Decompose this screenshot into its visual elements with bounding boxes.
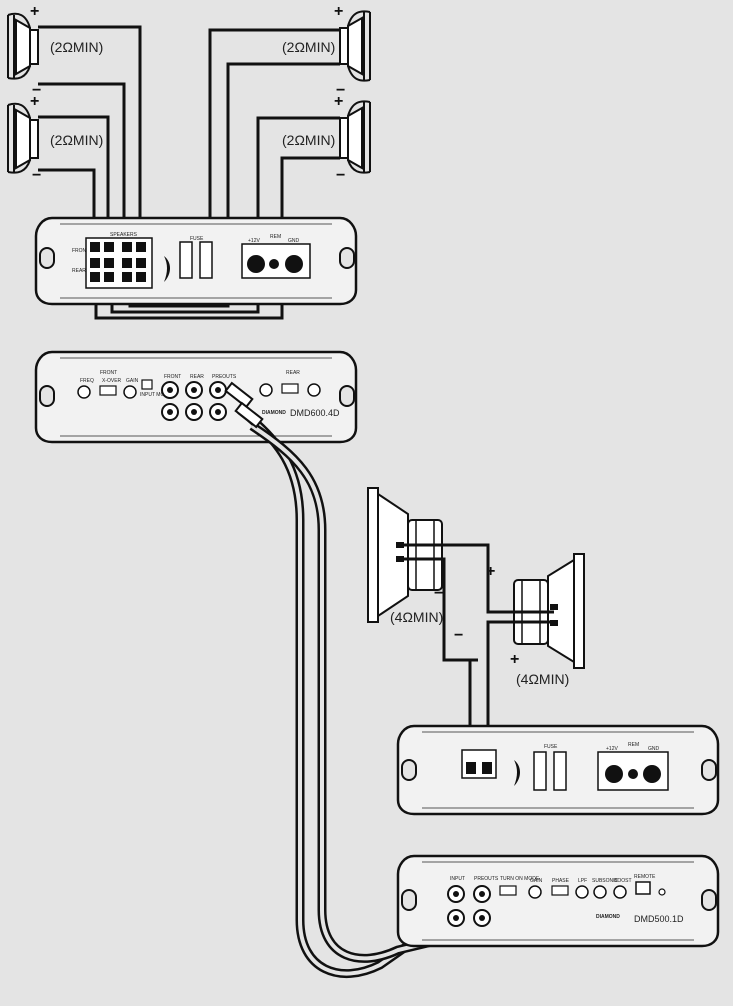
- lpf-label: LPF: [578, 878, 587, 884]
- remote-label: REM: [270, 234, 281, 240]
- model-label: DMD600.4D: [290, 408, 340, 418]
- amp-4ch-terminal-panel: FRONT REAR SPEAKERS FUSE +12V REM GND: [34, 216, 358, 306]
- negative-sign: −: [336, 167, 345, 184]
- rca-jacks[interactable]: [447, 885, 491, 927]
- fuse-icon[interactable]: [199, 241, 213, 279]
- speaker-impedance-label: (4ΩMIN): [390, 609, 443, 625]
- gain-label: GAIN: [126, 378, 139, 384]
- fuse-icon[interactable]: [179, 241, 193, 279]
- rear-freq-knob[interactable]: [307, 383, 321, 397]
- rear-xover-switch[interactable]: [281, 383, 299, 394]
- speaker-terminal-block[interactable]: [90, 242, 146, 282]
- positive-sign: +: [30, 3, 39, 20]
- diamond-logo-icon: [164, 256, 170, 282]
- negative-sign: −: [336, 82, 345, 99]
- amp-mono-terminal-panel: FUSE +12V REM GND: [396, 724, 720, 816]
- freq-label: FREQ: [80, 378, 94, 384]
- fuse-label: FUSE: [544, 744, 558, 750]
- lpf-knob[interactable]: [575, 885, 589, 899]
- subsonic-label: SUBSONIC: [592, 878, 619, 884]
- positive-sign: +: [334, 93, 343, 110]
- rear-label: REAR: [72, 268, 86, 274]
- positive-sign: +: [30, 93, 39, 110]
- negative-sign: −: [454, 627, 463, 644]
- xover-label: X-OVER: [102, 378, 122, 384]
- amp-4ch-control-panel: FRONT REAR FREQ X-OVER GAIN INPUT MODE F…: [34, 350, 358, 444]
- positive-sign: +: [334, 3, 343, 20]
- ground-label: GND: [648, 746, 660, 752]
- rca-preouts-label: PREOUTS: [212, 374, 237, 380]
- boost-knob[interactable]: [613, 885, 627, 899]
- gain-label: GAIN: [530, 878, 543, 884]
- positive-sign: +: [486, 563, 495, 580]
- speaker-impedance-label: (2ΩMIN): [282, 39, 335, 55]
- turn-on-mode-switch[interactable]: [499, 885, 517, 896]
- brand-label: DIAMOND: [262, 410, 286, 416]
- input-mode-switch[interactable]: [141, 379, 153, 390]
- turn-on-mode-label: TURN ON MODE: [500, 876, 540, 882]
- speaker-impedance-label: (2ΩMIN): [50, 132, 103, 148]
- phase-label: PHASE: [552, 878, 570, 884]
- front-label: FRONT: [100, 370, 117, 376]
- speaker-terminal-block[interactable]: [466, 762, 492, 774]
- ground-terminal[interactable]: [643, 765, 661, 783]
- fuse-label: FUSE: [190, 236, 204, 242]
- front-label: FRONT: [72, 248, 89, 254]
- preouts-label: PREOUTS: [474, 876, 499, 882]
- input-label: INPUT: [450, 876, 465, 882]
- remote-label: REMOTE: [634, 874, 656, 880]
- power-terminal[interactable]: [247, 255, 265, 273]
- model-label: DMD500.1D: [634, 914, 684, 924]
- negative-sign: −: [32, 82, 41, 99]
- rca-cable: [237, 406, 442, 978]
- speaker-impedance-label: (2ΩMIN): [50, 39, 103, 55]
- gain-knob[interactable]: [123, 385, 137, 399]
- fuse-icon[interactable]: [553, 751, 567, 791]
- speakers-label: SPEAKERS: [110, 232, 138, 238]
- brand-label: DIAMOND: [596, 914, 620, 920]
- speaker-top-left-2: [7, 102, 39, 174]
- power-terminal[interactable]: [605, 765, 623, 783]
- speaker-top-left-1: [7, 12, 39, 80]
- diamond-logo-icon: [514, 760, 520, 786]
- remote-label: REM: [628, 742, 639, 748]
- remote-port-icon[interactable]: [635, 881, 651, 895]
- speaker-impedance-label: (4ΩMIN): [516, 671, 569, 687]
- rca-front-label: FRONT: [164, 374, 181, 380]
- speaker-impedance-label: (2ΩMIN): [282, 132, 335, 148]
- rca-jacks[interactable]: [161, 381, 227, 421]
- boost-label: BOOST: [614, 878, 632, 884]
- speaker-top-right-2: [339, 100, 371, 174]
- power-label: +12V: [606, 746, 618, 752]
- positive-sign: +: [510, 651, 519, 668]
- subsonic-knob[interactable]: [593, 885, 607, 899]
- ground-terminal[interactable]: [285, 255, 303, 273]
- xover-switch[interactable]: [99, 385, 117, 396]
- input-mode-label: INPUT MODE: [140, 392, 172, 398]
- ground-label: GND: [288, 238, 300, 244]
- remote-terminal[interactable]: [269, 259, 279, 269]
- phase-switch[interactable]: [551, 885, 569, 896]
- amp-mono-control-panel: INPUT PREOUTS TURN ON MODE GAIN PHASE LP…: [396, 854, 720, 948]
- remote-terminal[interactable]: [628, 769, 638, 779]
- power-label: +12V: [248, 238, 260, 244]
- speaker-top-right-1: [339, 10, 371, 82]
- rear-label: REAR: [286, 370, 300, 376]
- fuse-icon[interactable]: [533, 751, 547, 791]
- subwoofer-upper: [367, 487, 443, 623]
- rca-rear-label: REAR: [190, 374, 204, 380]
- rear-gain-knob[interactable]: [259, 383, 273, 397]
- gain-knob[interactable]: [528, 885, 542, 899]
- negative-sign: −: [32, 167, 41, 184]
- led-icon: [658, 888, 666, 896]
- negative-sign: −: [434, 585, 443, 602]
- freq-knob[interactable]: [77, 385, 91, 399]
